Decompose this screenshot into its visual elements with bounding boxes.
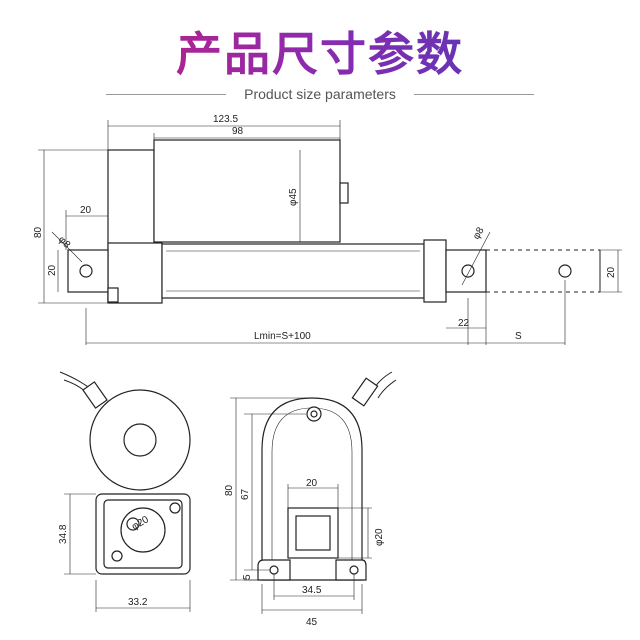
page-title: 产品尺寸参数 [0,18,640,84]
page-subtitle: Product size parameters [244,86,396,102]
dim-rear-total-height: 80 [224,484,235,496]
foot-hole-right [349,565,359,575]
mount-tab [107,287,119,303]
dim-rear-inner-height: 67 [240,488,251,500]
dim-total-length: 123.5 [213,114,238,125]
rear-mount-hole [79,264,93,278]
motor-end-cap [339,182,349,204]
dim-rod-tip: 22 [458,318,470,329]
extended-rod-hole [558,264,572,278]
dim-stroke: S [515,331,522,342]
dim-end-height: 34.8 [58,524,69,544]
right-rule [413,93,534,95]
dim-slot-diameter: φ20 [374,528,385,546]
rod-hole [461,264,475,278]
dim-base: 5 [242,574,253,580]
dim-hole-left: φ8 [56,234,73,251]
dim-rod-end: 20 [606,266,617,278]
motor-body [153,139,341,243]
dim-end-width: 33.2 [128,597,148,608]
dim-motor-length: 98 [232,126,244,137]
dim-side-height: 80 [33,226,44,238]
foot-hole-left [269,565,279,575]
dim-motor-diameter: φ45 [288,188,299,206]
subtitle-row: Product size parameters [0,84,640,104]
motor-shaft-circle [123,423,157,457]
square-slot-inner [295,515,331,551]
end-view: 34.8 33.2 φ20 [58,371,191,612]
mount-top-hole-inner [310,410,318,418]
tube-end-cap [423,239,447,303]
gear-housing [107,242,163,304]
dim-hole-spacing: 34.5 [302,585,322,596]
cable-gland-left [82,381,108,409]
dim-rear-total-width: 45 [306,617,318,628]
left-rule [106,93,227,95]
dim-mount-width: 20 [80,205,92,216]
cable-gland-right [351,377,379,407]
screw-top-right [169,502,181,514]
dim-hole-right: φ8 [471,225,487,241]
dim-slot-width: 20 [306,478,318,489]
dim-lmin: Lmin=S+100 [254,331,311,342]
side-view: 123.5 98 φ45 80 20 20 φ8 φ8 20 22 S Lmin… [33,114,622,345]
screw-top-left [126,517,140,531]
rear-view: 80 67 20 φ20 5 34.5 45 [224,371,397,628]
outer-tube [161,243,425,299]
dim-mount-height: 20 [47,264,58,276]
screw-bottom-left [111,550,123,562]
